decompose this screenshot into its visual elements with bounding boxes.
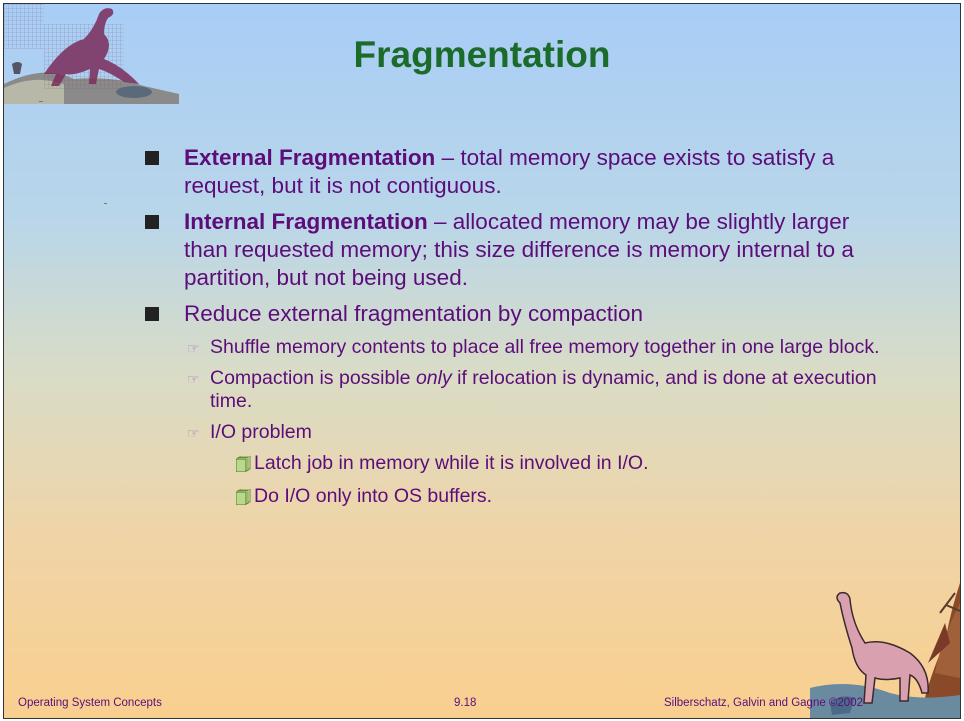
square-bullet-icon [145, 215, 159, 229]
dinosaur-walking-icon [4, 4, 179, 104]
bullet-text: – allocated memory may be slightly large… [184, 209, 854, 290]
decorative-tick [39, 101, 43, 102]
sub-bullet-shuffle: ☞ Shuffle memory contents to place all f… [142, 336, 882, 359]
bullet-text: – total memory space exists to satisfy a… [184, 145, 835, 198]
slide-title: Fragmentation [353, 34, 611, 75]
bullet-term: External Fragmentation [184, 145, 436, 170]
slide-number: 9.18 [454, 697, 477, 709]
square-bullet-icon [145, 307, 159, 321]
sub-sub-bullet-latch: Latch job in memory while it is involved… [142, 452, 882, 475]
pointing-hand-icon: ☞ [187, 371, 200, 387]
document-stack-icon [236, 489, 251, 505]
sub-bullet-text: I/O problem [210, 421, 312, 443]
sub-bullet-compaction-possible: ☞ Compaction is possible only if relocat… [142, 367, 882, 413]
bullet-internal-fragmentation: Internal Fragmentation – allocated memor… [142, 208, 882, 292]
sub-bullet-io-problem: ☞ I/O problem [142, 421, 882, 444]
sub-sub-bullet-os-buffers: Do I/O only into OS buffers. [142, 485, 882, 508]
document-stack-icon [236, 456, 251, 472]
pointing-hand-icon: ☞ [187, 340, 200, 356]
bullet-text: Reduce external fragmentation by compact… [184, 301, 644, 326]
sub-bullet-text-pre: Compaction is possible [210, 367, 416, 389]
footer-right: Silberschatz, Galvin and Gagne ©2002 [664, 697, 863, 709]
sub-bullet-text-post: if relocation is dynamic, and is done at… [210, 367, 877, 412]
dinosaur-long-neck-icon [810, 583, 960, 718]
bullet-list: External Fragmentation – total memory sp… [142, 144, 882, 518]
square-bullet-icon [145, 151, 159, 165]
bullet-external-fragmentation: External Fragmentation – total memory sp… [142, 144, 882, 200]
footer-left: Operating System Concepts [18, 697, 162, 709]
sub-sub-bullet-text: Do I/O only into OS buffers. [254, 485, 493, 507]
sub-sub-bullet-text: Latch job in memory while it is involved… [254, 452, 649, 474]
sub-bullet-emphasis: only [415, 367, 452, 389]
bullet-compaction: Reduce external fragmentation by compact… [142, 300, 882, 328]
sub-bullet-text: Shuffle memory contents to place all fre… [210, 336, 880, 358]
slide: Fragmentation External Fragmentation – t… [3, 3, 961, 719]
bullet-term: Internal Fragmentation [184, 209, 428, 234]
decorative-tick [104, 203, 107, 204]
pointing-hand-icon: ☞ [187, 425, 200, 441]
